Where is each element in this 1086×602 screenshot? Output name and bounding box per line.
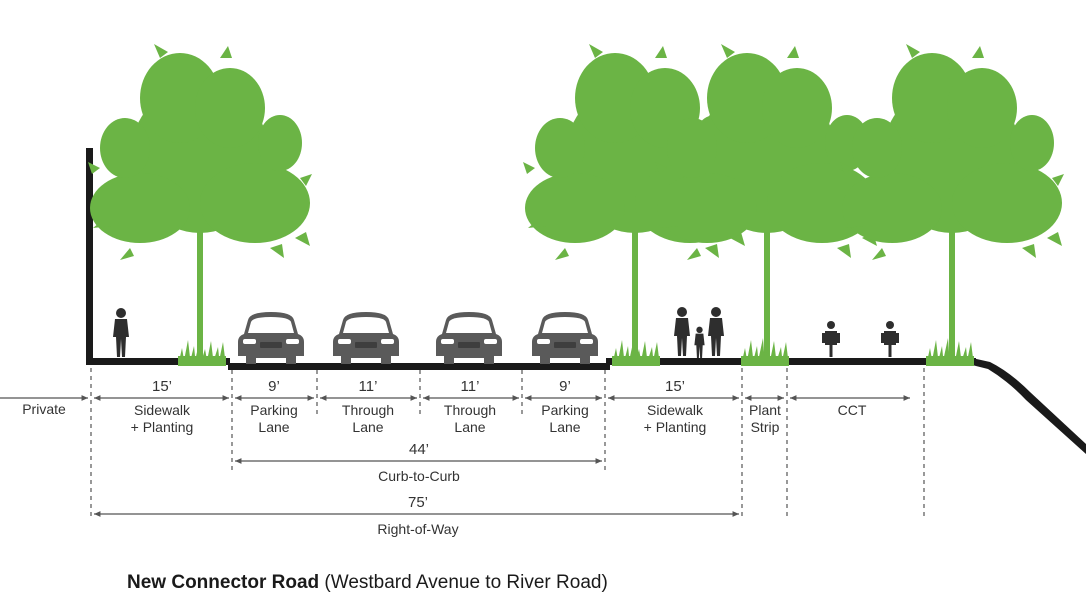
segment-dimension-lines bbox=[0, 395, 910, 517]
caption-subtitle: (Westbard Avenue to River Road) bbox=[324, 572, 608, 593]
car-icon bbox=[333, 312, 399, 364]
segment-width: 11’ bbox=[359, 378, 378, 395]
pedestrian-icon bbox=[113, 308, 129, 357]
segment-label: Through bbox=[342, 402, 394, 418]
segment-label: CCT bbox=[838, 402, 867, 418]
right-of-way-dimension: 75’ Right-of-Way bbox=[377, 494, 458, 537]
car-icon bbox=[532, 312, 598, 364]
segment-through-right: 11’ Through Lane bbox=[444, 378, 496, 435]
segment-label: Strip bbox=[751, 419, 780, 435]
segment-sidewalk-right: 15’ Sidewalk + Planting bbox=[644, 378, 707, 435]
boundary-lines bbox=[90, 368, 925, 520]
segment-label: Lane bbox=[549, 419, 580, 435]
segment-private: Private bbox=[22, 401, 66, 417]
diagram-caption: New Connector Road (Westbard Avenue to R… bbox=[127, 572, 608, 594]
right-of-way-label: Right-of-Way bbox=[377, 521, 458, 537]
segment-label: Lane bbox=[258, 419, 289, 435]
segment-width: 15’ bbox=[665, 378, 685, 395]
caption-title: New Connector Road bbox=[127, 572, 320, 593]
family-icon bbox=[674, 307, 724, 358]
segment-width: 15’ bbox=[152, 378, 172, 395]
segment-label: Parking bbox=[541, 402, 588, 418]
tree-icon bbox=[840, 44, 1064, 358]
segment-label: Sidewalk bbox=[134, 402, 191, 418]
segment-width: 9’ bbox=[559, 378, 571, 395]
segment-label: Private bbox=[22, 401, 66, 417]
car-icon bbox=[436, 312, 502, 364]
segment-label: Sidewalk bbox=[647, 402, 704, 418]
segment-label: Parking bbox=[250, 402, 297, 418]
curb-to-curb-width: 44’ bbox=[409, 441, 429, 458]
segment-label: + Planting bbox=[644, 419, 707, 435]
cyclist-icon bbox=[881, 321, 899, 357]
segment-plant-strip: Plant Strip bbox=[749, 402, 781, 435]
segment-label: Through bbox=[444, 402, 496, 418]
ground-profile bbox=[86, 148, 1086, 454]
segment-parking-right: 9’ Parking Lane bbox=[541, 378, 588, 435]
curb-to-curb-dimension: 44’ Curb-to-Curb bbox=[378, 441, 460, 484]
segment-label: Lane bbox=[454, 419, 485, 435]
car-icon bbox=[238, 312, 304, 364]
segment-width: 9’ bbox=[268, 378, 280, 395]
segment-label: Lane bbox=[352, 419, 383, 435]
segment-label: Plant bbox=[749, 402, 781, 418]
cyclist-icon bbox=[822, 321, 840, 357]
segment-label: + Planting bbox=[131, 419, 194, 435]
segment-width: 11’ bbox=[461, 378, 480, 395]
segment-through-left: 11’ Through Lane bbox=[342, 378, 394, 435]
segment-parking-left: 9’ Parking Lane bbox=[250, 378, 297, 435]
segment-cct: CCT bbox=[838, 402, 867, 418]
segment-sidewalk-left: 15’ Sidewalk + Planting bbox=[131, 378, 194, 435]
right-of-way-width: 75’ bbox=[408, 494, 428, 511]
curb-to-curb-label: Curb-to-Curb bbox=[378, 468, 460, 484]
